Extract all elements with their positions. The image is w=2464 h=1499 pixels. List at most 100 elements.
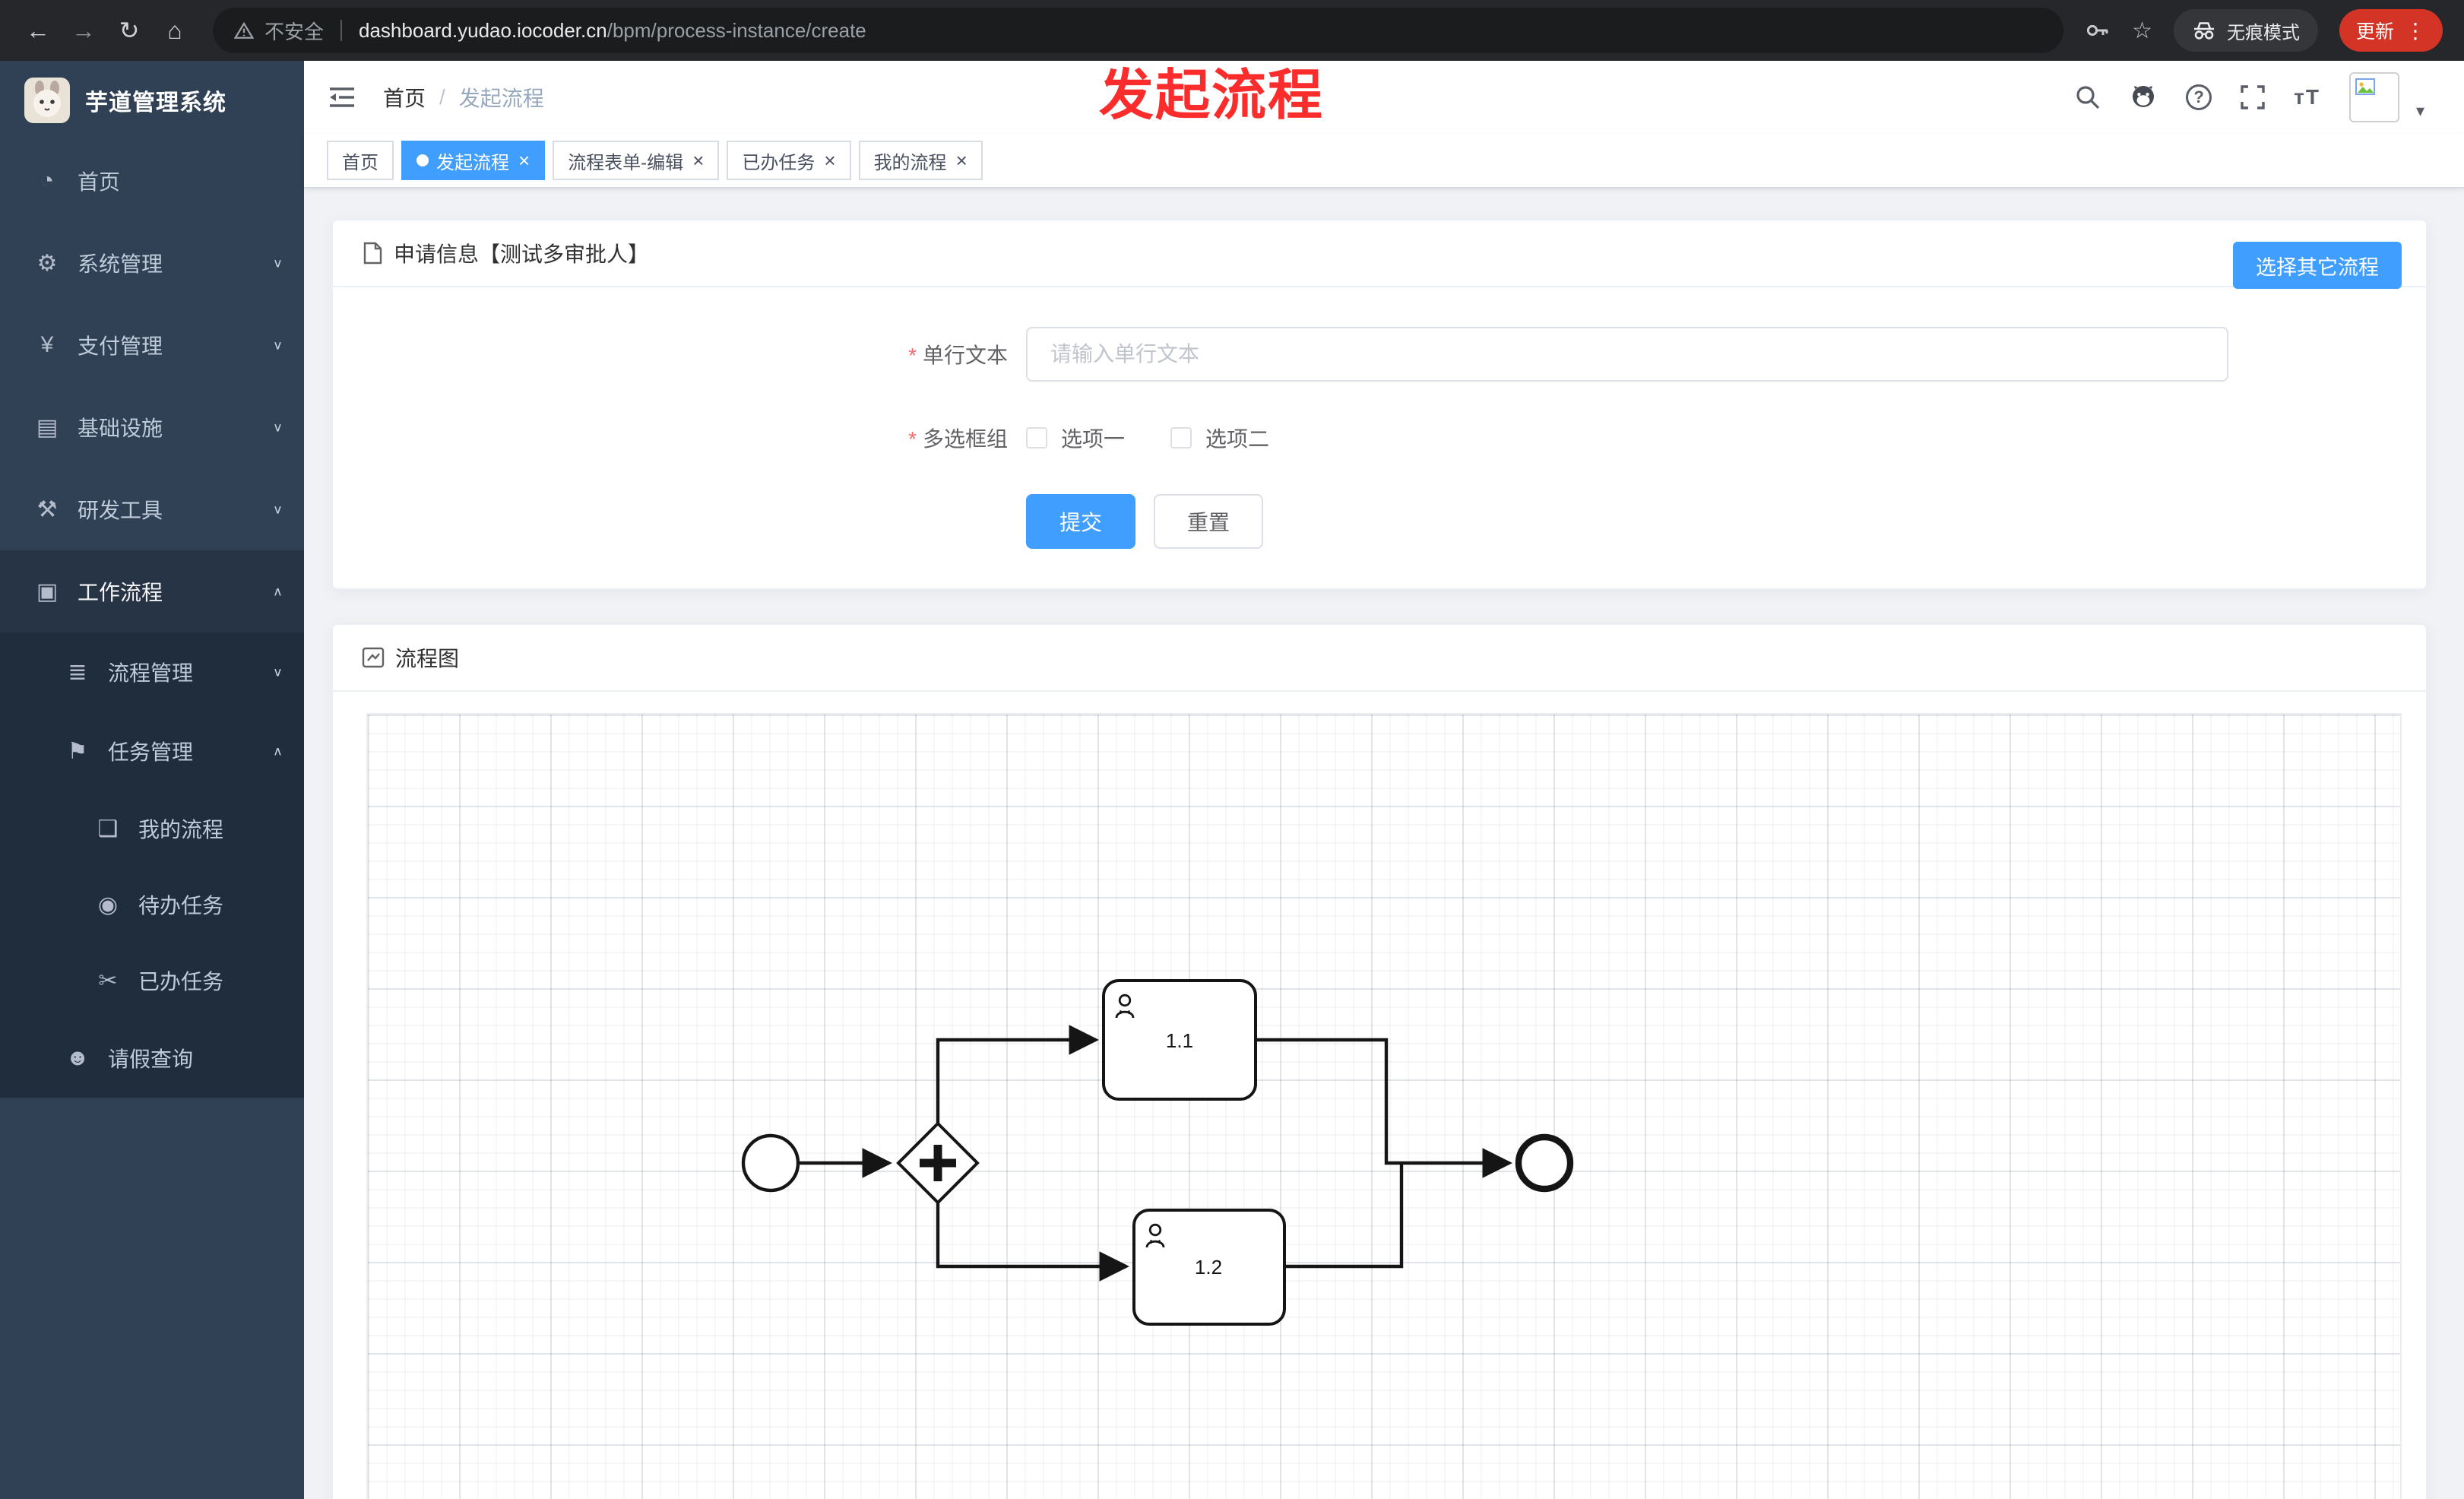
back-icon: ← (26, 16, 50, 44)
tabs-bar: 首页 发起流程 × 流程表单-编辑 × 已办任务 × 我的流程 × (304, 134, 2464, 189)
user-icon (1115, 994, 1135, 1019)
required-mark: * (908, 427, 917, 451)
help-icon[interactable]: ? (2186, 84, 2212, 110)
form-actions: 提交 重置 (333, 494, 2426, 549)
checkbox-option-2[interactable]: 选项二 (1170, 423, 1269, 453)
tab-home[interactable]: 首页 (327, 141, 394, 180)
diagram-card-header: 流程图 (333, 625, 2426, 692)
process-icon: ❑ (97, 816, 119, 841)
diagram-card-title: 流程图 (395, 647, 460, 670)
github-icon[interactable] (2130, 84, 2157, 110)
user-icon (1145, 1223, 1165, 1248)
chevron-down-icon: ∨ (272, 420, 283, 434)
application-info-card: 申请信息【测试多审批人】 选择其它流程 *单行文本 *多选框组 (331, 219, 2428, 590)
logo-avatar (24, 78, 70, 123)
update-label: 更新 (2355, 21, 2394, 43)
flow-task-1-1-end[interactable] (1256, 1038, 1512, 1178)
browser-menu-icon[interactable]: ⋮ (2405, 18, 2426, 43)
bpmn-canvas[interactable]: 1.1 1.2 (366, 713, 2402, 1499)
browser-reload-button[interactable]: ↻ (106, 8, 152, 53)
task-label: 1.2 (1195, 1256, 1222, 1279)
sidebar: 芋道管理系统 ◔ 首页 ⚙ 系统管理 ∨ ¥ 支付管理 ∨ ▤ 基础设施 ∨ ⚒… (0, 61, 304, 1499)
browser-forward-button[interactable]: → (61, 8, 106, 53)
plus-icon (920, 1145, 956, 1181)
bookmark-star-icon[interactable]: ☆ (2132, 17, 2152, 43)
document-icon (362, 242, 383, 265)
url-domain: dashboard.yudao.iocoder.cn (359, 18, 607, 42)
submit-button[interactable]: 提交 (1026, 494, 1136, 549)
sidebar-item-leave-query[interactable]: ☻ 请假查询 (0, 1019, 304, 1098)
close-icon[interactable]: × (955, 149, 968, 172)
flow-task-1-2-end[interactable] (1284, 1165, 1404, 1269)
close-icon[interactable]: × (518, 149, 530, 172)
single-line-text-input[interactable] (1026, 327, 2228, 382)
sidebar-item-home[interactable]: ◔ 首页 (0, 140, 304, 222)
sidebar-item-workflow[interactable]: ▣ 工作流程 ∧ (0, 550, 304, 632)
image-placeholder-icon (2355, 78, 2375, 95)
chevron-down-icon: ∨ (272, 255, 283, 270)
scissors-icon: ✂ (98, 968, 118, 994)
flow-gateway-task-1-1[interactable] (936, 1025, 1099, 1123)
sidebar-item-todo-tasks[interactable]: ◉ 待办任务 (0, 867, 304, 943)
close-icon[interactable]: × (824, 149, 836, 172)
breadcrumb-home[interactable]: 首页 (383, 87, 426, 110)
search-icon[interactable] (2075, 84, 2101, 110)
tab-create-process[interactable]: 发起流程 × (401, 141, 546, 180)
tab-my-process[interactable]: 我的流程 × (858, 141, 983, 180)
url-path: /bpm/process-instance/create (606, 18, 866, 42)
form-card-header: 申请信息【测试多审批人】 (333, 220, 2426, 287)
incognito-label: 无痕模式 (2226, 22, 2300, 43)
diagram-icon (362, 647, 385, 668)
flow-gateway-task-1-2[interactable] (936, 1203, 1129, 1282)
incognito-icon (2193, 22, 2214, 40)
sidebar-item-infrastructure[interactable]: ▤ 基础设施 ∨ (0, 386, 304, 468)
yen-icon: ¥ (40, 332, 54, 357)
checkbox-icon (1026, 427, 1047, 448)
close-icon[interactable]: × (692, 149, 705, 172)
fullscreen-icon[interactable] (2241, 85, 2265, 109)
update-button[interactable]: 更新 ⋮ (2339, 9, 2443, 52)
sidebar-item-done-tasks[interactable]: ✂ 已办任务 (0, 943, 304, 1019)
sidebar-item-my-process[interactable]: ❑ 我的流程 (0, 791, 304, 867)
security-label: 不安全 (264, 20, 325, 43)
tab-form-edit[interactable]: 流程表单-编辑 × (553, 141, 720, 180)
sidebar-item-task-mgmt[interactable]: ⚑ 任务管理 ∧ (0, 711, 304, 791)
chevron-down-icon: ∨ (272, 664, 283, 679)
checkbox-option-1[interactable]: 选项一 (1026, 423, 1125, 453)
text-field-row: *单行文本 (333, 327, 2426, 382)
sidebar-item-devtools[interactable]: ⚒ 研发工具 ∨ (0, 468, 304, 550)
select-other-process-button[interactable]: 选择其它流程 (2233, 242, 2402, 289)
workflow-icon: ▣ (36, 578, 59, 604)
sidebar-item-system[interactable]: ⚙ 系统管理 ∨ (0, 222, 304, 304)
address-divider (340, 20, 343, 41)
key-icon[interactable] (2085, 18, 2111, 43)
warning-icon (234, 21, 254, 39)
sidebar-item-payment[interactable]: ¥ 支付管理 ∨ (0, 304, 304, 386)
reset-button[interactable]: 重置 (1154, 494, 1264, 549)
bpmn-start-event[interactable] (741, 1133, 800, 1193)
bpmn-user-task-1-2[interactable]: 1.2 (1132, 1209, 1286, 1326)
sequence-flows (798, 1025, 1512, 1282)
gear-icon: ⚙ (36, 250, 58, 276)
active-tab-dot (416, 154, 429, 166)
flow-diagram-card: 流程图 (331, 623, 2428, 1499)
tab-done-tasks[interactable]: 已办任务 × (727, 141, 851, 180)
logo[interactable]: 芋道管理系统 (0, 61, 304, 140)
address-bar[interactable]: 不安全 dashboard.yudao.iocoder.cn/bpm/proce… (213, 8, 2064, 53)
bpmn-end-event[interactable] (1515, 1133, 1574, 1193)
sidebar-item-process-mgmt[interactable]: ≣ 流程管理 ∨ (0, 632, 304, 711)
font-size-icon[interactable]: тT (2294, 85, 2320, 109)
avatar[interactable] (2348, 72, 2399, 122)
checkbox-icon (1170, 427, 1192, 448)
browser-home-button[interactable]: ⌂ (152, 8, 198, 53)
hamburger-icon[interactable] (328, 85, 359, 109)
bpmn-diagram: 1.1 1.2 (741, 979, 1574, 1326)
chevron-down-icon: ∨ (272, 502, 283, 516)
caret-down-icon[interactable]: ▾ (2415, 101, 2424, 120)
bpmn-user-task-1-1[interactable]: 1.1 (1102, 979, 1257, 1101)
browser-actions: ☆ 无痕模式 更新 ⋮ (2079, 9, 2449, 52)
chevron-up-icon: ∧ (272, 743, 283, 758)
breadcrumb-current: 发起流程 (458, 87, 544, 110)
bpmn-parallel-gateway[interactable] (896, 1121, 980, 1205)
browser-back-button[interactable]: ← (15, 8, 61, 53)
